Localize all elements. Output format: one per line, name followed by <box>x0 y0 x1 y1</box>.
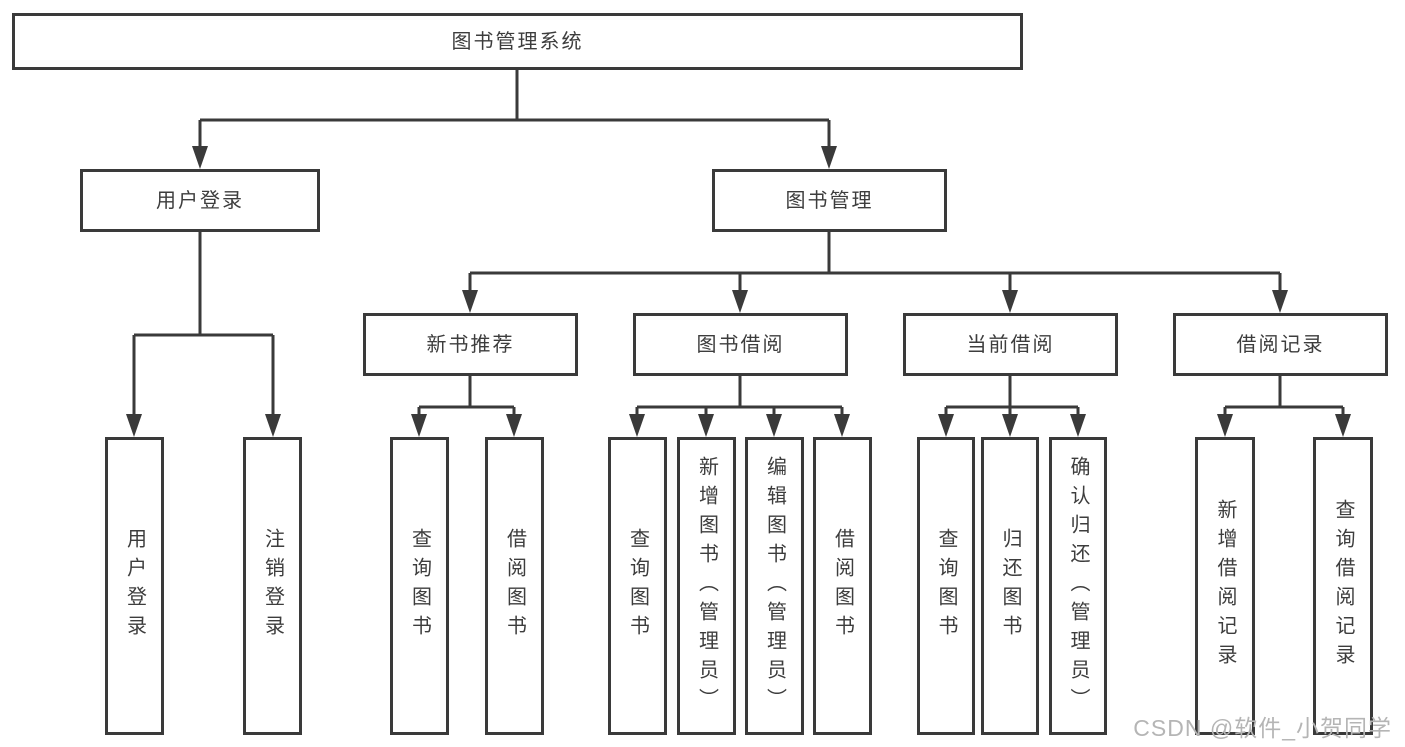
node-book-borrow: 图书借阅 <box>633 313 848 376</box>
leaf-br-query-borrow-record-label: 查询借阅记录 <box>1332 499 1354 673</box>
node-current-borrow: 当前借阅 <box>903 313 1118 376</box>
leaf-cb-return-books: 归还图书 <box>981 437 1039 735</box>
leaf-user-login: 用户登录 <box>105 437 164 735</box>
connector-root-to-level2 <box>192 70 837 169</box>
leaf-logout-label: 注销登录 <box>261 528 284 644</box>
node-current-borrow-label: 当前借阅 <box>966 333 1055 356</box>
node-root-system: 图书管理系统 <box>12 13 1023 70</box>
node-new-book-recommend-label: 新书推荐 <box>426 333 515 356</box>
leaf-bb-borrow-books-label: 借阅图书 <box>831 528 854 644</box>
leaf-cb-query-books: 查询图书 <box>917 437 975 735</box>
node-book-management: 图书管理 <box>712 169 947 232</box>
leaf-br-add-borrow-record-label: 新增借阅记录 <box>1214 499 1236 673</box>
leaf-bb-query-books-label: 查询图书 <box>626 528 649 644</box>
leaf-cb-return-books-label: 归还图书 <box>999 528 1021 644</box>
leaf-cb-confirm-return-admin: 确认归还（管理员） <box>1049 437 1107 735</box>
node-borrow-records: 借阅记录 <box>1173 313 1388 376</box>
csdn-watermark: CSDN @软件_小贺同学 <box>1133 715 1392 741</box>
leaf-bb-edit-books-admin: 编辑图书（管理员） <box>745 437 804 735</box>
leaf-nb-borrow-books: 借阅图书 <box>485 437 544 735</box>
connector-borrow-records-to-children <box>1217 376 1351 437</box>
node-user-login-label: 用户登录 <box>156 189 244 212</box>
leaf-nb-query-books: 查询图书 <box>390 437 449 735</box>
node-book-management-label: 图书管理 <box>785 189 874 212</box>
leaf-br-query-borrow-record: 查询借阅记录 <box>1313 437 1373 735</box>
node-root-system-label: 图书管理系统 <box>451 30 584 53</box>
leaf-bb-borrow-books: 借阅图书 <box>813 437 872 735</box>
node-user-login: 用户登录 <box>80 169 320 232</box>
leaf-cb-query-books-label: 查询图书 <box>935 528 957 644</box>
leaf-user-login-label: 用户登录 <box>123 528 146 644</box>
node-book-borrow-label: 图书借阅 <box>696 333 785 356</box>
leaf-bb-query-books: 查询图书 <box>608 437 667 735</box>
node-borrow-records-label: 借阅记录 <box>1236 333 1325 356</box>
connector-book-management-to-level3 <box>462 232 1288 313</box>
leaf-bb-add-books-admin: 新增图书（管理员） <box>677 437 736 735</box>
leaf-bb-edit-books-admin-label: 编辑图书（管理员） <box>763 455 786 717</box>
leaf-cb-confirm-return-admin-label: 确认归还（管理员） <box>1067 455 1089 717</box>
node-new-book-recommend: 新书推荐 <box>363 313 578 376</box>
leaf-logout: 注销登录 <box>243 437 302 735</box>
connector-current-borrow-to-children <box>938 376 1086 437</box>
leaf-nb-borrow-books-label: 借阅图书 <box>503 528 526 644</box>
connector-new-book-recommend-to-children <box>411 376 522 437</box>
leaf-bb-add-books-admin-label: 新增图书（管理员） <box>695 455 718 717</box>
leaf-br-add-borrow-record: 新增借阅记录 <box>1195 437 1255 735</box>
connector-book-borrow-to-children <box>629 376 850 437</box>
connector-user-login-to-children <box>126 232 281 437</box>
leaf-nb-query-books-label: 查询图书 <box>408 528 431 644</box>
